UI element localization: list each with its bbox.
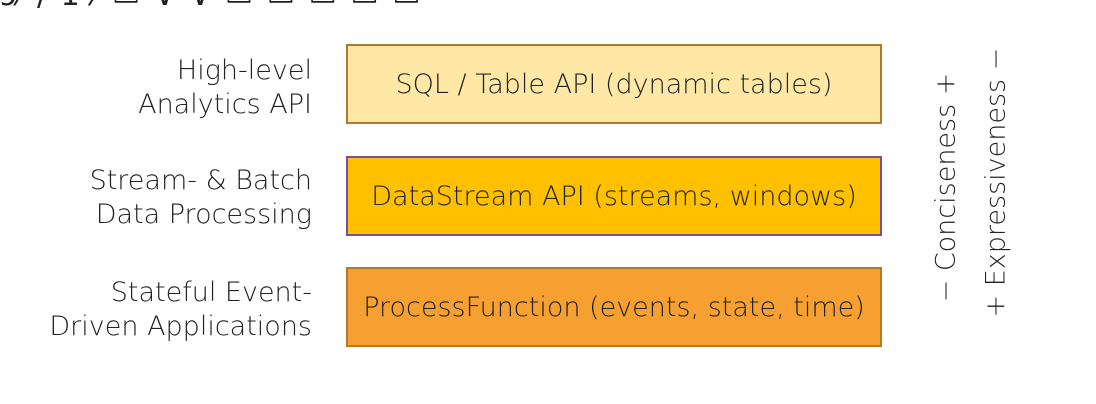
layer-box-sql-table-api: SQL / Table API (dynamic tables) <box>346 44 882 124</box>
layer-box-processfunction: ProcessFunction (events, state, time) <box>346 267 882 347</box>
layer-label-line: Driven Applications <box>49 311 312 342</box>
layer-box-datastream-api: DataStream API (streams, windows) <box>346 156 882 236</box>
cropped-title-fragment: ɔ⁄ / 1 ⁄ ▭ ∨ ∨ ▭ ▭ ▭ ▭ ▭ <box>0 0 423 13</box>
layer-label-analytics: High-level Analytics API <box>138 54 312 122</box>
expressiveness-axis-label: + Expressiveness − <box>980 47 1012 318</box>
layer-box-text: ProcessFunction (events, state, time) <box>363 291 865 323</box>
layer-box-text: DataStream API (streams, windows) <box>371 180 857 212</box>
layer-label-stream-batch: Stream- & Batch Data Processing <box>90 164 312 232</box>
layer-label-line: Analytics API <box>138 89 312 120</box>
layer-label-event-driven: Stateful Event- Driven Applications <box>49 276 312 344</box>
layer-label-line: Stateful Event- <box>110 277 312 308</box>
layer-label-line: Data Processing <box>95 199 312 230</box>
layer-label-line: Stream- & Batch <box>89 165 312 196</box>
layer-label-line: High-level <box>176 55 312 86</box>
conciseness-axis-label: − Conciseness + <box>930 72 962 303</box>
layer-box-text: SQL / Table API (dynamic tables) <box>395 68 833 100</box>
